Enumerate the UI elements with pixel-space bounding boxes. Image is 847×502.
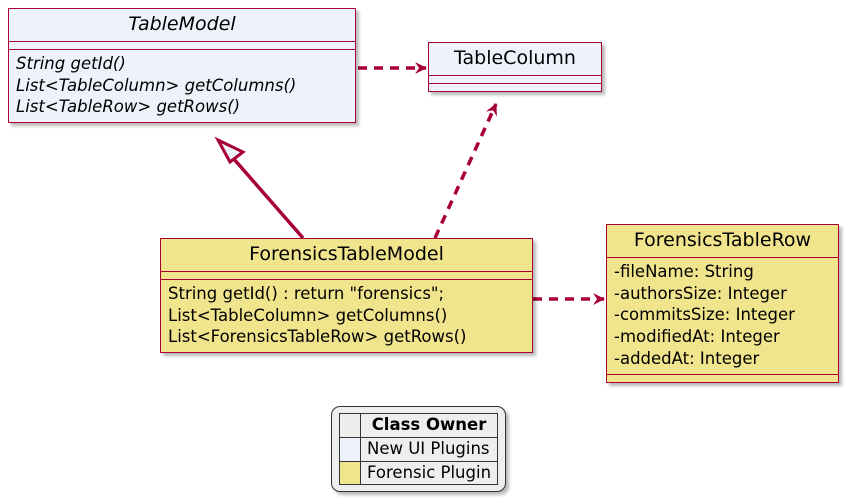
class-title-table-model: TableModel: [128, 13, 236, 35]
class-box-table-model[interactable]: TableModel String getId() List<TableColu…: [8, 8, 356, 124]
legend-table: Class Owner New UI Plugins Forensic Plug…: [339, 413, 499, 486]
relationship-forensicstablemodel-uses-tablecolumn: [433, 103, 498, 239]
legend-label-forensic-plugin: Forensic Plugin: [359, 460, 499, 486]
class-member: List<TableColumn> getColumns(): [168, 305, 448, 325]
class-separator: [607, 373, 838, 375]
class-attributes-forensics-table-model: [161, 272, 532, 279]
class-separator: [429, 74, 601, 76]
class-separator: [429, 82, 601, 84]
class-member: String getId(): [16, 53, 126, 73]
class-methods-table-column: [429, 84, 601, 91]
legend-label-new-ui-plugins: New UI Plugins: [359, 436, 499, 462]
class-title-forensics-table-model: ForensicsTableModel: [249, 243, 444, 265]
legend-header-label: Class Owner: [359, 413, 499, 438]
class-title-forensics-table-row: ForensicsTableRow: [633, 229, 812, 251]
class-methods-forensics-table-row: [607, 375, 838, 382]
legend-header-swatch: [339, 413, 361, 438]
relationship-forensicstablemodel-extends-tablemodel: [214, 136, 305, 240]
class-attributes-table-model: [9, 42, 355, 49]
class-member: -authorsSize: Integer: [614, 283, 787, 303]
class-title-table-column: TableColumn: [454, 47, 576, 69]
class-member: List<ForensicsTableRow> getRows(): [168, 327, 467, 347]
class-member: -modifiedAt: Integer: [614, 327, 780, 347]
legend-swatch-forensic-plugin: [339, 460, 361, 486]
class-member: -addedAt: Integer: [614, 348, 760, 368]
class-member: -fileName: String: [614, 261, 754, 281]
class-separator: [9, 48, 355, 50]
class-methods-table-model: String getId() List<TableColumn> getColu…: [9, 50, 355, 122]
class-separator: [607, 256, 838, 258]
legend-swatch-new-ui-plugins: [339, 436, 361, 462]
class-member: -commitsSize: Integer: [614, 305, 795, 325]
legend-box: Class Owner New UI Plugins Forensic Plug…: [331, 406, 507, 493]
legend-row-forensic-plugin: Forensic Plugin: [339, 460, 499, 486]
class-separator: [161, 278, 532, 280]
class-attributes-forensics-table-row: -fileName: String -authorsSize: Integer …: [607, 258, 838, 374]
legend-header-row: Class Owner: [339, 413, 499, 438]
legend-row-new-ui-plugins: New UI Plugins: [339, 436, 499, 462]
class-separator: [9, 40, 355, 42]
class-member: List<TableRow> getRows(): [16, 97, 241, 117]
class-box-table-column[interactable]: TableColumn: [428, 42, 602, 92]
class-box-forensics-table-row[interactable]: ForensicsTableRow -fileName: String -aut…: [606, 224, 839, 383]
class-box-forensics-table-model[interactable]: ForensicsTableModel String getId() : ret…: [160, 238, 533, 354]
class-member: String getId() : return "forensics";: [168, 283, 445, 303]
class-member: List<TableColumn> getColumns(): [16, 75, 297, 95]
class-methods-forensics-table-model: String getId() : return "forensics"; Lis…: [161, 280, 532, 352]
class-attributes-table-column: [429, 76, 601, 83]
class-separator: [161, 270, 532, 272]
